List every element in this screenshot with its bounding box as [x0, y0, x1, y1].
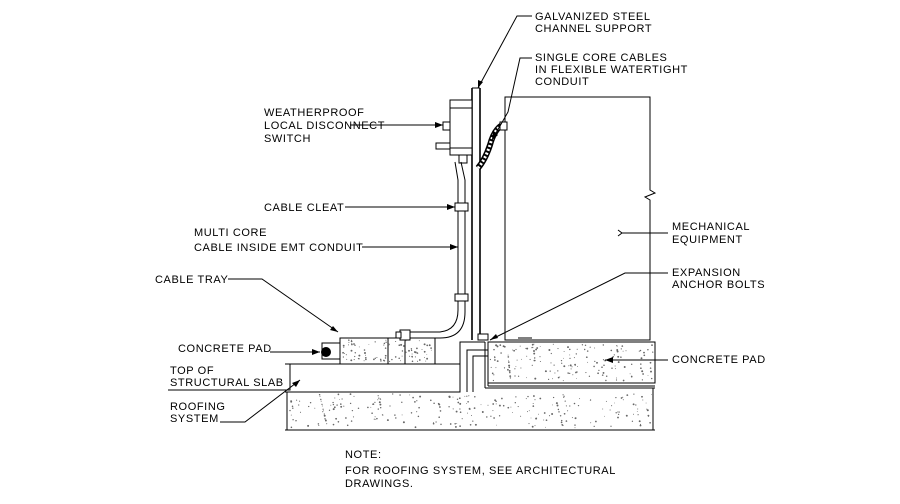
label-structural-slab-1: TOP OF: [170, 365, 214, 377]
label-cable-cleat: CABLE CLEAT: [264, 202, 344, 214]
label-concrete-pad-right: CONCRETE PAD: [672, 354, 766, 366]
left-concrete-pad: [339, 337, 436, 365]
flexible-conduit: [475, 121, 508, 170]
pad-right-stipple: [489, 343, 654, 382]
mechanical-equipment: [504, 96, 657, 343]
label-disconnect-3: SWITCH: [264, 133, 311, 145]
label-roofing-2: SYSTEM: [170, 413, 219, 425]
structural-slab: [285, 341, 655, 431]
label-channel-support-2: CHANNEL SUPPORT: [535, 23, 652, 35]
slab-stipple: [289, 393, 652, 429]
label-cable-tray: CABLE TRAY: [155, 274, 229, 286]
label-anchor-bolts-1: EXPANSION: [672, 267, 741, 279]
note-line-2: DRAWINGS.: [345, 478, 414, 490]
emt-conduit: [395, 161, 469, 341]
label-structural-slab-2: STRUCTURAL SLAB: [170, 377, 284, 389]
label-single-core-1: SINGLE CORE CABLES: [535, 52, 667, 64]
label-disconnect-2: LOCAL DISCONNECT: [264, 120, 385, 132]
label-single-core-2: IN FLEXIBLE WATERTIGHT: [535, 64, 688, 76]
leader-lines: [168, 15, 668, 423]
cable-tray: [321, 342, 341, 360]
note-line-1: FOR ROOFING SYSTEM, SEE ARCHITECTURAL: [345, 465, 616, 477]
note-title: NOTE:: [345, 449, 382, 461]
label-concrete-pad-left: CONCRETE PAD: [178, 343, 272, 355]
label-disconnect-1: WEATHERPROOF: [264, 107, 365, 119]
label-roofing-1: ROOFING: [170, 401, 226, 413]
label-multi-core-1: MULTI CORE: [194, 227, 267, 239]
drawing-note: NOTE: FOR ROOFING SYSTEM, SEE ARCHITECTU…: [345, 449, 616, 490]
label-single-core-3: CONDUIT: [535, 76, 589, 88]
channel-support: [471, 87, 489, 341]
right-concrete-pad: [487, 341, 656, 384]
disconnect-switch: [435, 99, 473, 164]
label-mechanical-2: EQUIPMENT: [672, 234, 743, 246]
label-mechanical-1: MECHANICAL: [672, 221, 750, 233]
label-anchor-bolts-2: ANCHOR BOLTS: [672, 279, 765, 291]
label-multi-core-2: CABLE INSIDE EMT CONDUIT: [194, 242, 363, 254]
label-channel-support-1: GALVANIZED STEEL: [535, 11, 651, 23]
callout-labels: GALVANIZED STEEL CHANNEL SUPPORT SINGLE …: [155, 11, 766, 425]
pad-left-stipple: [342, 339, 432, 363]
